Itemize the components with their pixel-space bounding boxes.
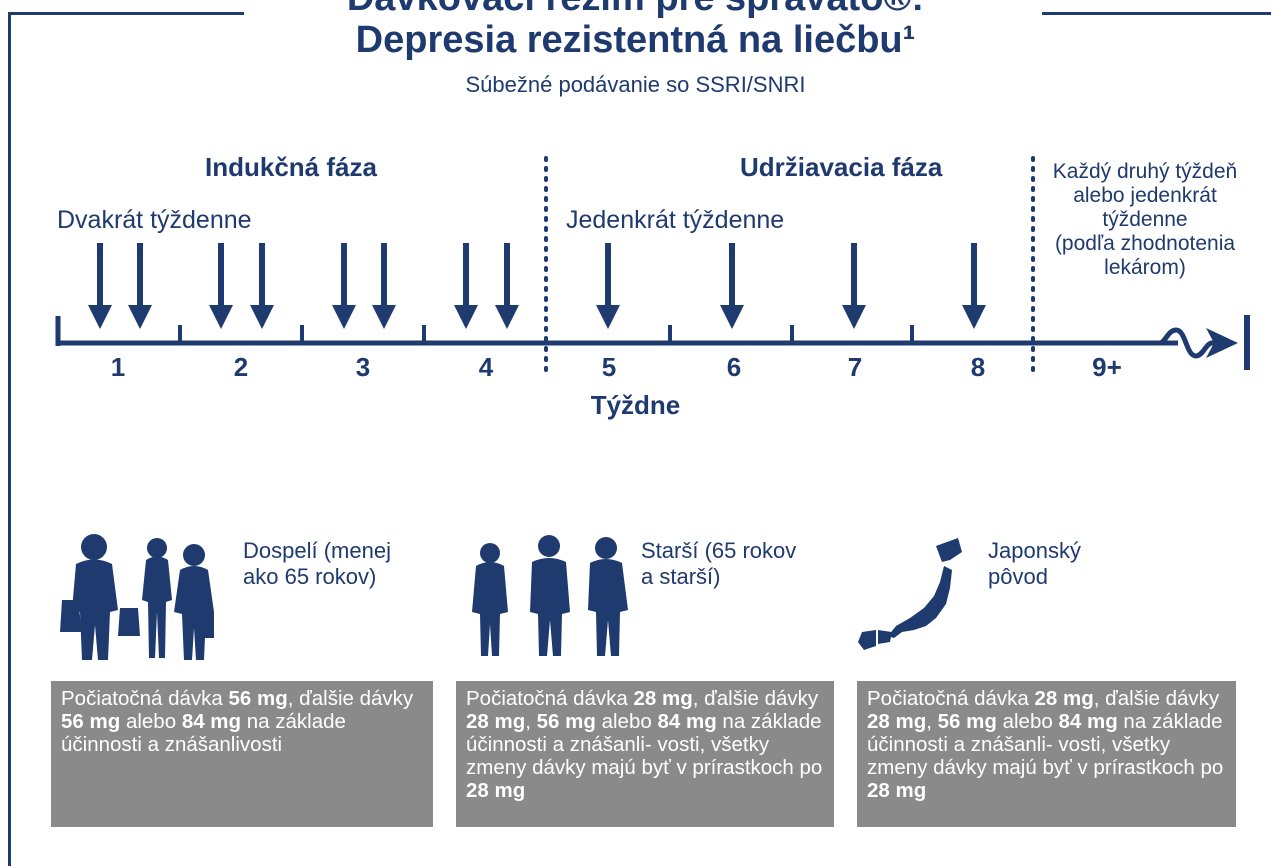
dose-arrow xyxy=(332,243,356,329)
dose-box-japanese: Počiatočná dávka 28 mg, ďalšie dávky 28 … xyxy=(857,681,1236,827)
group-label-elderly: Starší (65 rokov a starší) xyxy=(641,538,796,590)
dose-arrow xyxy=(596,243,620,329)
group-label-line: Starší (65 rokov xyxy=(641,538,797,563)
week-ticks xyxy=(178,325,914,343)
dose-arrow xyxy=(720,243,744,329)
dose-amount: 56 mg xyxy=(536,710,596,733)
dose-arrows xyxy=(88,243,986,329)
dose-amount: 28 mg xyxy=(633,687,693,710)
adults-silhouette-icon xyxy=(60,534,214,660)
week-label: 7 xyxy=(847,352,863,382)
note-line: Každý druhý týždeň xyxy=(1052,160,1238,183)
induction-phase-label: Indukčná fáza xyxy=(205,152,377,182)
week-label: 4 xyxy=(478,352,494,382)
elderly-silhouette-icon xyxy=(472,535,628,656)
dose-arrow xyxy=(962,243,986,329)
dose-amount: 28 mg xyxy=(466,710,526,733)
week-label: 8 xyxy=(970,352,986,382)
dose-amount: 56 mg xyxy=(228,687,288,710)
dose-box-adults: Počiatočná dávka 56 mg, ďalšie dávky 56 … xyxy=(51,681,433,827)
induction-frequency: Dvakrát týždenne xyxy=(57,206,252,234)
dose-box-elderly: Počiatočná dávka 28 mg, ďalšie dávky 28 … xyxy=(456,681,834,827)
week-label: 9+ xyxy=(1092,352,1122,382)
group-label-adults: Dospelí (menej ako 65 rokov) xyxy=(243,538,391,590)
later-phase-note: Každý druhý týždeň alebo jedenkrát týžde… xyxy=(1040,160,1250,280)
group-label-line: Dospelí (menej xyxy=(243,538,391,563)
week-label: 2 xyxy=(233,352,249,382)
group-label-line: ako 65 rokov) xyxy=(243,564,377,589)
dose-amount: 28 mg xyxy=(867,779,927,802)
axis-arrowhead xyxy=(1206,328,1238,358)
week-label: 3 xyxy=(355,352,371,382)
dose-arrow xyxy=(842,243,866,329)
dose-amount: 28 mg xyxy=(1034,687,1094,710)
dose-arrow xyxy=(372,243,396,329)
page-subtitle: Súbežné podávanie so SSRI/SNRI xyxy=(465,72,806,97)
dose-arrow xyxy=(88,243,112,329)
dose-arrow xyxy=(495,243,519,329)
maintenance-frequency: Jedenkrát týždenne xyxy=(566,206,785,234)
dose-amount: 28 mg xyxy=(466,779,526,802)
japan-map-icon xyxy=(858,538,962,650)
dose-amount: 28 mg xyxy=(867,710,927,733)
week-label: 5 xyxy=(601,352,617,382)
dose-amount: 84 mg xyxy=(181,710,242,733)
note-line: alebo jedenkrát xyxy=(1073,184,1217,207)
note-line: týždenne xyxy=(1102,208,1188,231)
maintenance-phase-label: Udržiavacia fáza xyxy=(740,152,943,182)
dose-arrow xyxy=(454,243,478,329)
group-label-line: a starší) xyxy=(641,564,721,589)
page-title-line1: Dávkovací režim pre spravato®: xyxy=(0,0,1271,20)
page-title-line2: Depresia rezistentná na liečbu¹ xyxy=(355,19,916,61)
dose-amount: 84 mg xyxy=(657,710,717,733)
group-label-line: Japonský xyxy=(988,538,1081,563)
dose-amount: 56 mg xyxy=(61,710,121,733)
group-label-line: pôvod xyxy=(988,564,1048,589)
frame-top-right xyxy=(1042,12,1271,15)
dose-amount: 56 mg xyxy=(937,710,997,733)
group-label-japanese: Japonský pôvod xyxy=(988,538,1081,590)
frame-top-left xyxy=(8,12,244,15)
frame-left xyxy=(8,12,11,866)
week-label: 1 xyxy=(110,352,126,382)
dose-arrow xyxy=(250,243,274,329)
note-line: lekárom) xyxy=(1104,256,1186,279)
dose-amount: 84 mg xyxy=(1058,710,1118,733)
week-label: 6 xyxy=(726,352,742,382)
dose-arrow xyxy=(209,243,233,329)
axis-title: Týždne xyxy=(590,390,681,420)
dose-arrow xyxy=(128,243,152,329)
axis-break-squiggle xyxy=(1159,327,1228,359)
note-line: (podľa zhodnotenia xyxy=(1054,232,1236,255)
